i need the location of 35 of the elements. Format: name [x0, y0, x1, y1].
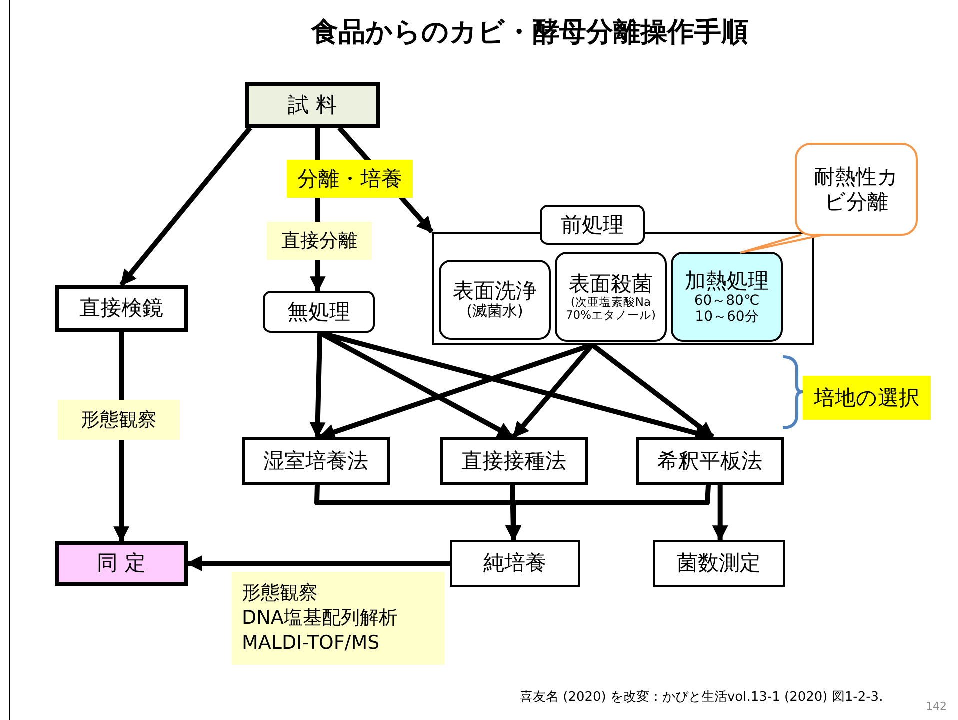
edge-label: 直接分離 — [267, 222, 372, 260]
process-box — [439, 260, 551, 340]
process-box: 同 定 — [55, 541, 188, 586]
edge-label: 形態観察 — [58, 400, 180, 440]
arrow — [506, 484, 712, 542]
node-title: 表面洗浄 — [453, 279, 537, 304]
process-box: 純培養 — [450, 540, 580, 587]
process-box — [555, 252, 667, 342]
process-box — [671, 252, 783, 342]
callout-bubble: 耐熱性カビ分離 — [795, 143, 918, 236]
arrow — [310, 332, 326, 439]
edge-label: 形態観察 DNA塩基配列解析 MALDI-TOF/MS — [232, 572, 445, 665]
node-note: (次亜塩素酸Na 70%エタノール) — [564, 296, 658, 322]
process-box: 湿室培養法 — [242, 437, 390, 485]
process-box: 無処理 — [263, 291, 375, 333]
process-box: 直接検鏡 — [55, 285, 188, 332]
sample-box: 試 料 — [245, 82, 380, 128]
node-note: 60～80℃ 10～60分 — [693, 292, 761, 326]
process-box: 菌数測定 — [653, 540, 785, 587]
highlight-label: 培地の選択 — [803, 376, 931, 420]
arrow — [590, 343, 714, 439]
process-box: 直接接種法 — [440, 437, 588, 485]
arrow — [186, 556, 450, 572]
heading-box: 前処理 — [540, 205, 645, 245]
title: 食品からのカビ・酵母分離操作手順 — [310, 16, 750, 50]
arrow — [712, 485, 728, 542]
callout-tail — [739, 234, 824, 254]
node-note: (滅菌水) — [466, 303, 524, 321]
citation-text: 喜友名 (2020) を改変：かびと生活vol.13-1 (2020) 図1-2-3. — [520, 689, 884, 707]
process-box: 希釈平板法 — [636, 437, 784, 485]
page-number: 142 — [926, 698, 948, 714]
highlight-label: 分離・培養 — [287, 160, 413, 198]
node-title: 表面殺菌 — [569, 272, 653, 296]
node-title: 加熱処理 — [685, 268, 769, 293]
arrow — [120, 126, 252, 287]
